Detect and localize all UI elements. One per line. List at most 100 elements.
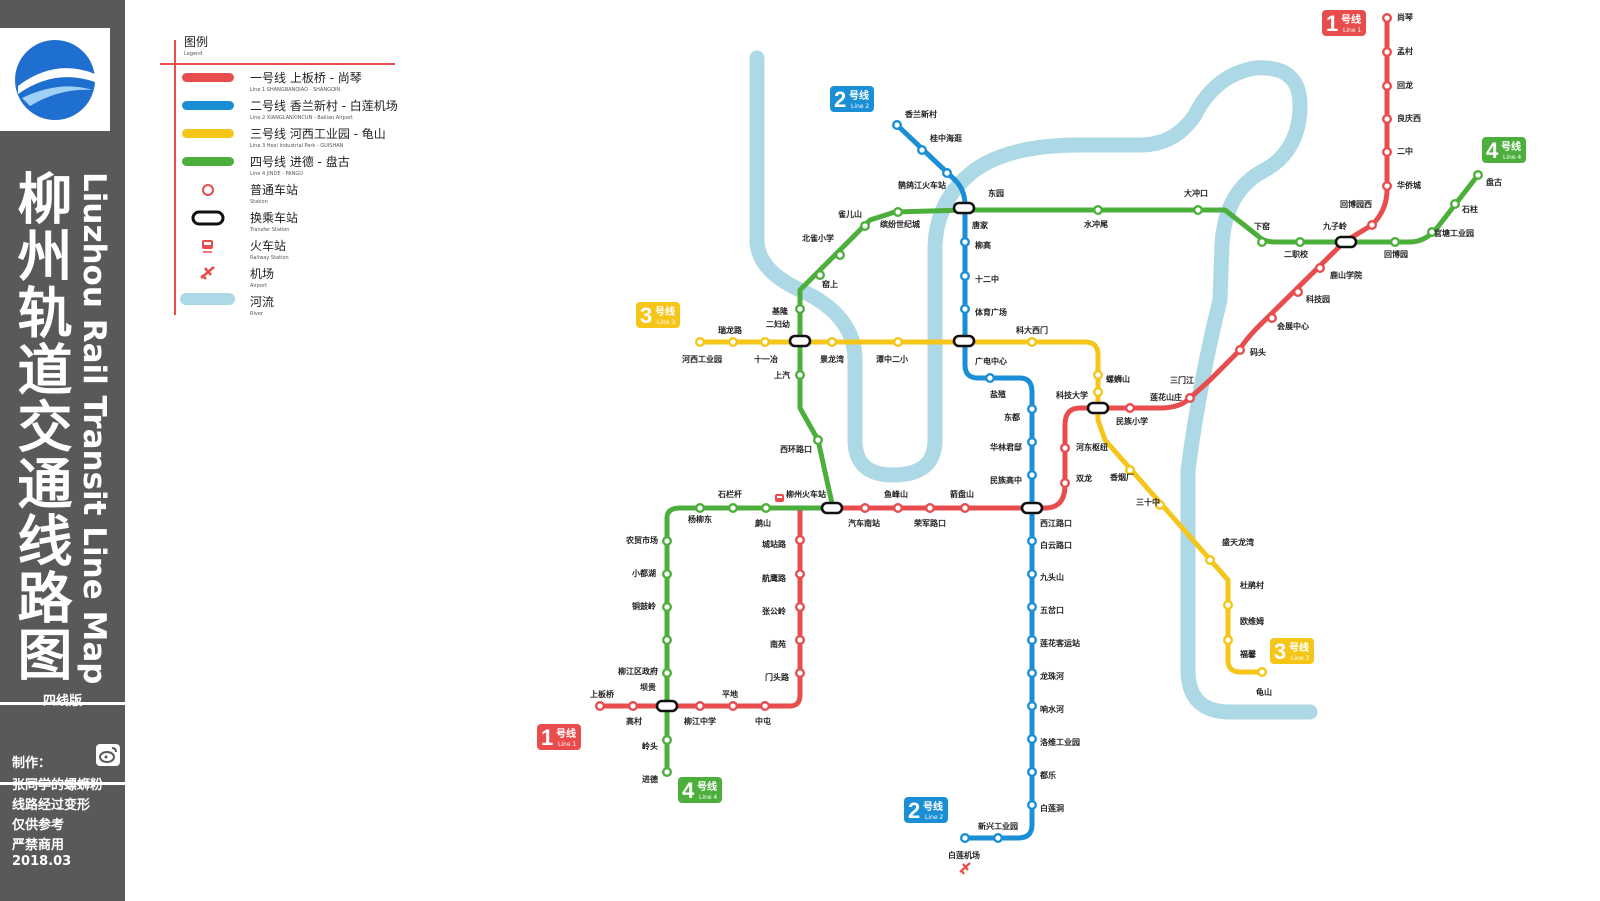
station-marker[interactable] xyxy=(761,503,772,514)
station-marker[interactable] xyxy=(893,503,904,514)
station-name: 香烟厂 xyxy=(1109,472,1134,482)
station-marker[interactable] xyxy=(1449,198,1460,209)
station-marker[interactable] xyxy=(1026,701,1037,712)
station-marker[interactable] xyxy=(728,337,739,348)
station-marker[interactable] xyxy=(795,668,806,679)
transfer-station[interactable] xyxy=(655,699,679,713)
station-marker[interactable] xyxy=(925,503,936,514)
station-marker[interactable] xyxy=(942,167,953,178)
station-marker[interactable] xyxy=(1026,800,1037,811)
station-marker[interactable] xyxy=(1234,345,1245,356)
station-marker[interactable] xyxy=(1381,113,1392,124)
station-marker[interactable] xyxy=(1256,236,1267,247)
transfer-station[interactable] xyxy=(1334,235,1358,249)
station-marker[interactable] xyxy=(1381,12,1392,23)
station-marker[interactable] xyxy=(815,270,826,281)
transfer-station[interactable] xyxy=(952,334,976,348)
station-marker[interactable] xyxy=(795,635,806,646)
station-marker[interactable] xyxy=(1026,569,1037,580)
station-marker[interactable] xyxy=(1026,602,1037,613)
station-marker[interactable] xyxy=(1026,470,1037,481)
station-marker[interactable] xyxy=(662,668,673,679)
station-marker[interactable] xyxy=(595,701,606,712)
station-marker[interactable] xyxy=(1026,536,1037,547)
transfer-station[interactable] xyxy=(820,501,844,515)
station-marker[interactable] xyxy=(1026,767,1037,778)
station-marker[interactable] xyxy=(1294,236,1305,247)
station-marker[interactable] xyxy=(1026,437,1037,448)
station-marker[interactable] xyxy=(1059,478,1070,489)
station-marker[interactable] xyxy=(1026,668,1037,679)
station-marker[interactable] xyxy=(795,370,806,381)
station-marker[interactable] xyxy=(960,304,971,315)
station-marker[interactable] xyxy=(1026,337,1037,348)
station-marker[interactable] xyxy=(695,503,706,514)
station-marker[interactable] xyxy=(1059,443,1070,454)
transfer-station[interactable] xyxy=(788,334,812,348)
station-marker[interactable] xyxy=(662,569,673,580)
station-marker[interactable] xyxy=(1092,387,1103,398)
station-marker[interactable] xyxy=(1314,263,1325,274)
station-marker[interactable] xyxy=(960,503,971,514)
station-marker[interactable] xyxy=(1192,204,1203,215)
station-marker[interactable] xyxy=(1092,370,1103,381)
station-marker[interactable] xyxy=(795,569,806,580)
station-marker[interactable] xyxy=(893,206,904,217)
transfer-station[interactable] xyxy=(1020,501,1044,515)
station-marker[interactable] xyxy=(1292,287,1303,298)
weibo-icon[interactable] xyxy=(96,744,120,766)
station-marker[interactable] xyxy=(1026,635,1037,646)
station-marker[interactable] xyxy=(1256,667,1267,678)
station-marker[interactable] xyxy=(1026,734,1037,745)
station-marker[interactable] xyxy=(1389,236,1400,247)
station-name: 双龙 xyxy=(1076,473,1092,483)
station-marker[interactable] xyxy=(1222,635,1233,646)
station-marker[interactable] xyxy=(728,701,739,712)
station-marker[interactable] xyxy=(985,373,996,384)
station-marker[interactable] xyxy=(1124,403,1135,414)
station-marker[interactable] xyxy=(1472,169,1483,180)
station-marker[interactable] xyxy=(1266,313,1277,324)
station-marker[interactable] xyxy=(1381,80,1392,91)
station-marker[interactable] xyxy=(760,337,771,348)
station-marker[interactable] xyxy=(1154,500,1165,511)
station-marker[interactable] xyxy=(893,337,904,348)
station-marker[interactable] xyxy=(1426,226,1437,237)
station-marker[interactable] xyxy=(662,635,673,646)
transfer-station[interactable] xyxy=(1086,401,1110,415)
station-marker[interactable] xyxy=(860,220,871,231)
station-marker[interactable] xyxy=(960,271,971,282)
station-marker[interactable] xyxy=(662,735,673,746)
station-marker[interactable] xyxy=(628,701,639,712)
station-marker[interactable] xyxy=(1204,555,1215,566)
station-marker[interactable] xyxy=(1381,146,1392,157)
station-marker[interactable] xyxy=(960,833,971,844)
station-marker[interactable] xyxy=(695,701,706,712)
station-marker[interactable] xyxy=(795,602,806,613)
station-marker[interactable] xyxy=(695,337,706,348)
station-marker[interactable] xyxy=(1381,47,1392,58)
station-marker[interactable] xyxy=(960,236,971,247)
station-marker[interactable] xyxy=(1222,600,1233,611)
station-marker[interactable] xyxy=(662,767,673,778)
station-marker[interactable] xyxy=(1026,404,1037,415)
station-marker[interactable] xyxy=(760,701,771,712)
transfer-station[interactable] xyxy=(952,201,976,215)
station-marker[interactable] xyxy=(795,304,806,315)
station-marker[interactable] xyxy=(728,503,739,514)
station-marker[interactable] xyxy=(892,119,903,130)
station-marker[interactable] xyxy=(795,535,806,546)
station-marker[interactable] xyxy=(917,144,928,155)
station-marker[interactable] xyxy=(1381,180,1392,191)
station-marker[interactable] xyxy=(813,435,824,446)
station-marker[interactable] xyxy=(1184,393,1195,404)
station-marker[interactable] xyxy=(662,536,673,547)
station-marker[interactable] xyxy=(827,337,838,348)
station-marker[interactable] xyxy=(993,833,1004,844)
station-marker[interactable] xyxy=(860,503,871,514)
station-marker[interactable] xyxy=(1366,219,1377,230)
station-marker[interactable] xyxy=(662,602,673,613)
station-marker[interactable] xyxy=(1092,204,1103,215)
station-marker[interactable] xyxy=(1124,465,1135,476)
station-marker[interactable] xyxy=(835,249,846,260)
